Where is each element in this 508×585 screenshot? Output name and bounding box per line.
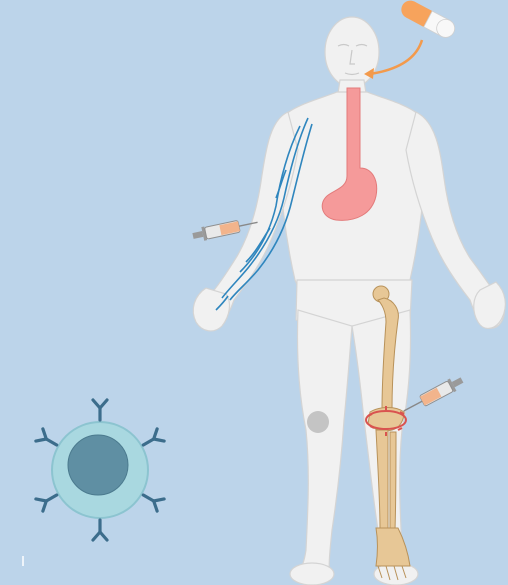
- left-foot: [290, 563, 334, 585]
- knee-bruise-icon: [307, 411, 329, 433]
- cell-nucleus: [68, 435, 128, 495]
- fibula: [390, 432, 396, 530]
